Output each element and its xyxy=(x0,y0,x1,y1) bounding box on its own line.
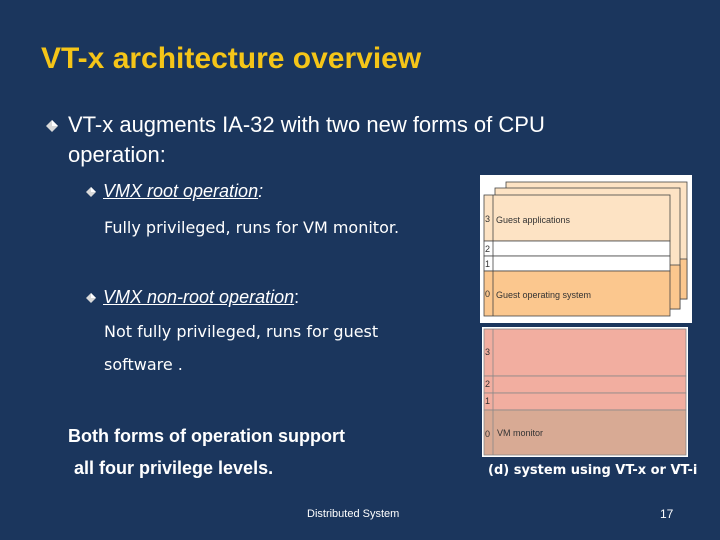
vtx-architecture-diagram: 3 2 1 0 Guest applications Guest operati… xyxy=(480,175,692,457)
slide-title: VT-x architecture overview xyxy=(41,42,422,75)
guest-ring1-box xyxy=(483,255,671,272)
root-heading-text: VMX root operation xyxy=(103,181,259,201)
nonroot-description-line2: software . xyxy=(104,355,183,374)
root-description: Fully privileged, runs for VM monitor. xyxy=(104,218,400,237)
guest-ring-1-number: 1 xyxy=(485,259,490,269)
main-bullet-line1: VT-x augments IA-32 with two new forms o… xyxy=(68,112,545,137)
footer-title: Distributed System xyxy=(307,508,400,520)
nonroot-heading-colon: : xyxy=(294,287,300,307)
root-heading-colon: : xyxy=(258,181,264,201)
host-ring2-box xyxy=(483,375,687,394)
host-ring-3-number: 3 xyxy=(485,347,490,357)
diamond-bullet-icon xyxy=(86,187,96,197)
page-number: 17 xyxy=(660,507,674,521)
guest-ring-3-number: 3 xyxy=(485,214,490,224)
host-ring-0-number: 0 xyxy=(485,429,490,439)
guest-applications-label: Guest applications xyxy=(496,215,571,225)
nonroot-description-line1: Not fully privileged, runs for guest xyxy=(104,322,379,341)
vm-monitor-label: VM monitor xyxy=(497,428,543,438)
guest-ring-0-number: 0 xyxy=(485,289,490,299)
conclusion-line1: Both forms of operation support xyxy=(68,426,345,446)
nonroot-heading: VMX non-root operation: xyxy=(103,287,299,308)
guest-os-label: Guest operating system xyxy=(496,290,591,300)
guest-ring-2-number: 2 xyxy=(485,244,490,254)
conclusion-line2: all four privilege levels. xyxy=(74,458,274,478)
host-ring-1-number: 1 xyxy=(485,396,490,406)
diagram-caption: (d) system using VT-x or VT-i xyxy=(488,463,698,478)
diamond-bullet-icon xyxy=(86,293,96,303)
guest-ring2-box xyxy=(483,240,671,257)
root-heading: VMX root operation: xyxy=(103,181,263,202)
vm-monitor-box xyxy=(483,409,687,456)
host-ring3-box xyxy=(483,328,687,377)
host-ring1-box xyxy=(483,392,687,411)
main-bullet-text: VT-x augments IA-32 with two new forms o… xyxy=(68,110,545,170)
main-bullet-line2: operation: xyxy=(68,142,166,167)
host-ring-2-number: 2 xyxy=(485,379,490,389)
host-stack: 3 2 1 0 VM monitor xyxy=(482,327,688,457)
guest-operating-system-box xyxy=(483,270,671,317)
guest-applications-box xyxy=(483,194,671,242)
diamond-bullet-icon xyxy=(46,120,58,132)
guest-stack-front: 3 2 1 0 Guest applications Guest operati… xyxy=(483,194,671,317)
nonroot-heading-text: VMX non-root operation xyxy=(103,287,295,307)
